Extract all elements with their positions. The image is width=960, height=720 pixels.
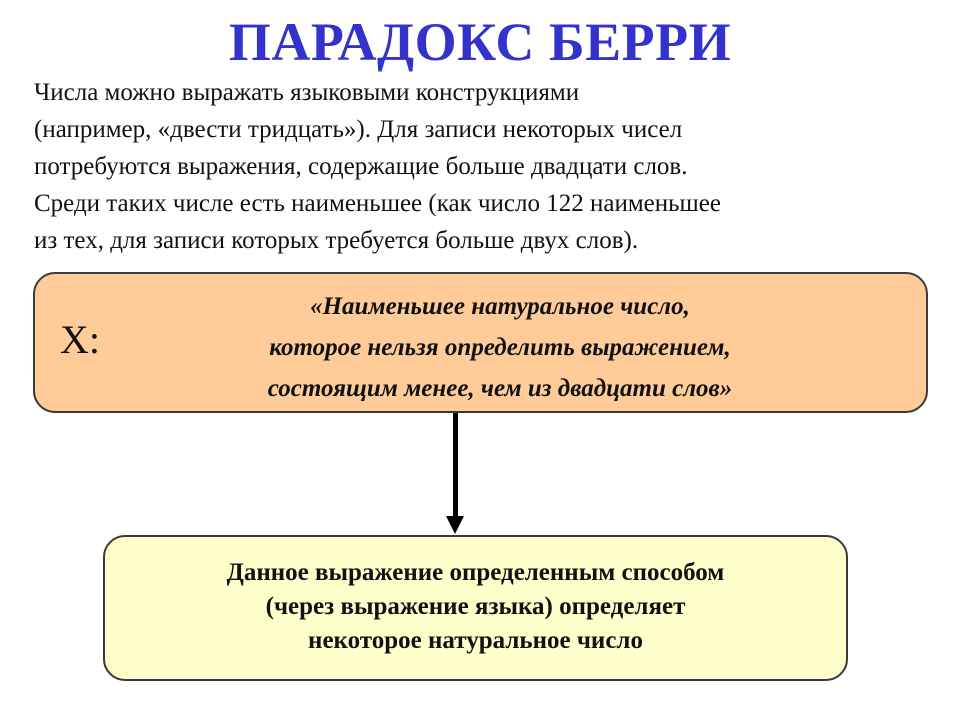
definition-label: X: bbox=[60, 317, 100, 362]
arrow-head-icon bbox=[446, 516, 464, 534]
slide-title: ПАРАДОКС БЕРРИ bbox=[228, 12, 732, 72]
result-text: Данное выражение определенным способом (… bbox=[103, 556, 848, 658]
result-line: некоторое натуральное число bbox=[308, 627, 643, 654]
result-line: (через выражение языка) определяет bbox=[265, 593, 686, 620]
intro-line: Числа можно выражать языковыми конструкц… bbox=[34, 79, 580, 106]
intro-paragraph: Числа можно выражать языковыми конструкц… bbox=[34, 74, 934, 259]
definition-box bbox=[33, 272, 928, 413]
intro-line: из тех, для записи которых требуется бол… bbox=[34, 227, 639, 254]
intro-line: (например, «двести тридцать»). Для запис… bbox=[34, 116, 683, 143]
intro-line: Среди таких числе есть наименьшее (как ч… bbox=[34, 190, 721, 217]
arrow-down-icon bbox=[453, 413, 458, 518]
quote-line: которое нельзя определить выражением, bbox=[269, 334, 731, 361]
definition-quote: «Наименьшее натуральное число, которое н… bbox=[120, 286, 880, 409]
result-line: Данное выражение определенным способом bbox=[226, 559, 725, 586]
result-box bbox=[103, 535, 848, 681]
quote-line: «Наименьшее натуральное число, bbox=[310, 293, 690, 320]
intro-line: потребуются выражения, содержащие больше… bbox=[34, 153, 688, 180]
quote-line: состоящим менее, чем из двадцати слов» bbox=[267, 375, 733, 402]
